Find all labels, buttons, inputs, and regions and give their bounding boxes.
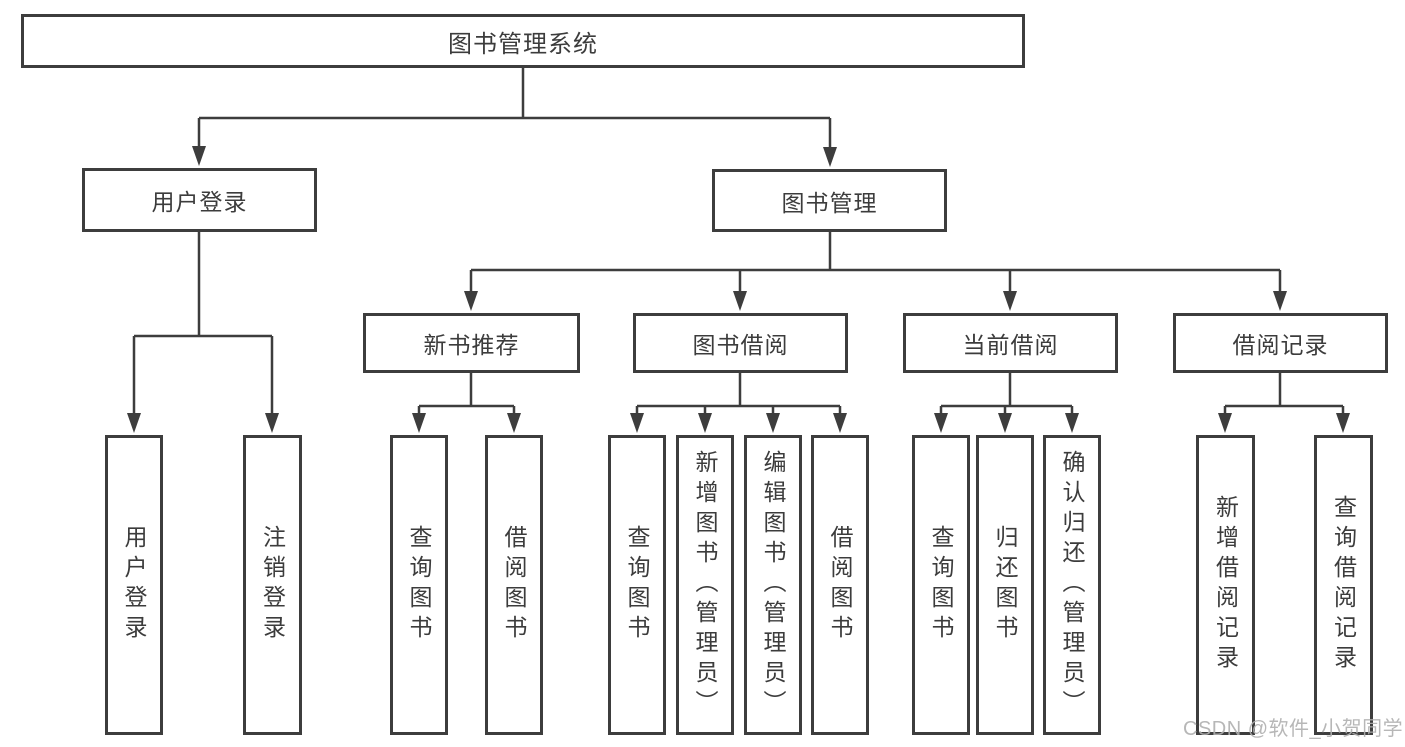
node-current-borrowing: 当前借阅 [903,313,1118,373]
leaf-label: 注销登录 [259,525,286,645]
arrowheads [127,146,1350,433]
node-label: 当前借阅 [962,332,1059,358]
leaf-label: 归还图书 [992,525,1018,645]
node-label: 图书借阅 [692,332,789,358]
leaf-label: 确认归还（管理员） [1059,450,1085,720]
leaf-label: 新增借阅记录 [1212,495,1239,675]
node-label: 新书推荐 [423,332,520,358]
csdn-watermark: CSDN @软件_小贺同学 [1183,718,1404,740]
node-book-management: 图书管理 [712,169,947,232]
node-label: 图书管理系统 [448,30,598,58]
leaf-br-add-record: 新增借阅记录 [1196,435,1255,735]
leaf-label: 查询图书 [406,525,432,645]
leaf-nbr-query-books: 查询图书 [390,435,448,735]
node-label: 用户登录 [151,189,248,215]
leaf-bb-edit-books-admin: 编辑图书（管理员） [744,435,802,735]
leaf-label: 查询图书 [928,525,954,645]
leaf-label: 查询图书 [624,525,650,645]
leaf-label: 借阅图书 [827,525,853,645]
leaf-label: 编辑图书（管理员） [760,450,786,720]
leaf-cb-confirm-return-admin: 确认归还（管理员） [1043,435,1101,735]
leaf-user-login: 用户登录 [105,435,163,735]
node-label: 图书管理 [781,189,878,216]
leaf-bb-query-books: 查询图书 [608,435,666,735]
leaf-bb-add-books-admin: 新增图书（管理员） [676,435,734,735]
node-new-book-recommend: 新书推荐 [363,313,580,373]
leaf-label: 借阅图书 [501,525,527,645]
node-label: 借阅记录 [1232,332,1329,358]
leaf-label: 查询借阅记录 [1330,495,1357,675]
leaf-br-query-record: 查询借阅记录 [1314,435,1373,735]
node-book-borrowing: 图书借阅 [633,313,848,373]
node-library-system-root: 图书管理系统 [21,14,1025,68]
leaf-cb-return-books: 归还图书 [976,435,1034,735]
node-user-login: 用户登录 [82,168,317,232]
leaf-logout: 注销登录 [243,435,302,735]
leaf-cb-query-books: 查询图书 [912,435,970,735]
leaf-label: 新增图书（管理员） [692,450,718,720]
node-borrowing-records: 借阅记录 [1173,313,1388,373]
leaf-bb-borrow-books: 借阅图书 [811,435,869,735]
leaf-label: 用户登录 [121,525,147,645]
leaf-nbr-borrow-books: 借阅图书 [485,435,543,735]
